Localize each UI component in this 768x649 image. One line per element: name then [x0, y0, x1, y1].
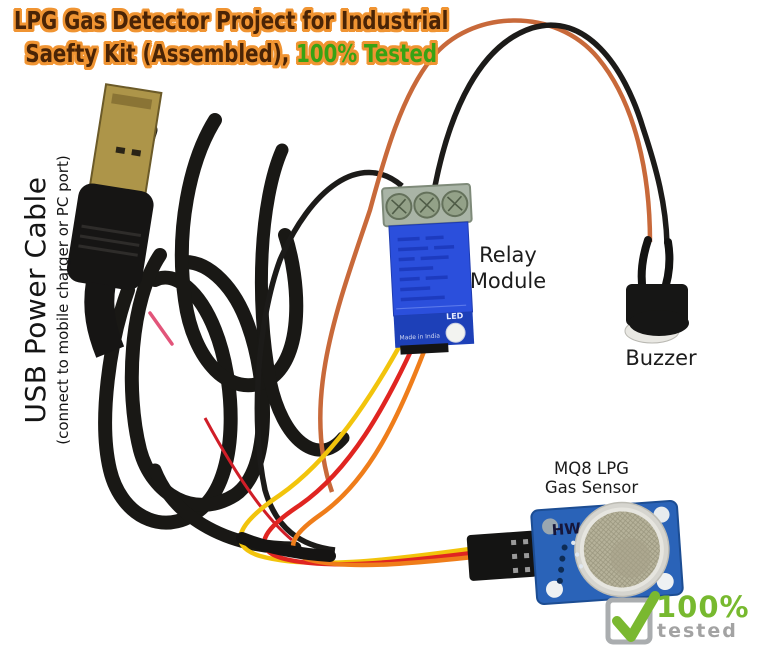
red-wire-strand	[203, 417, 293, 542]
usb-cable-coil	[98, 113, 350, 555]
sensor-hw-marking: HW	[551, 519, 582, 539]
usb-cable-label-subtitle: (connect to mobile charger or PC port)	[54, 155, 72, 445]
relay-module-label: Relay Module	[469, 243, 547, 293]
tested-badge-text: tested	[657, 620, 738, 642]
usb-cable-label-title: USB Power Cable	[19, 176, 52, 424]
usb-connector	[66, 83, 163, 358]
sensor-connector	[466, 530, 538, 581]
orange-wire-to-buzzer	[317, 18, 653, 493]
title-highlight: 100% Tested	[296, 39, 437, 68]
checkmark-icon	[612, 591, 660, 642]
gas-sensor-label: MQ8 LPG Gas Sensor	[544, 459, 639, 497]
gas-sensor-board: HW	[466, 500, 684, 606]
title-line2: Saefty Kit (Assembled), 100% Tested	[25, 39, 437, 68]
tested-checkbox	[605, 591, 660, 645]
relay-made-in-label: Made in India	[399, 333, 440, 342]
relay-led	[445, 322, 466, 343]
tested-badge-percent: 100%	[656, 590, 750, 624]
jumper-wire-bundle	[236, 336, 474, 568]
black-wire-relay-to-bundle	[254, 169, 404, 553]
usb-cable-label: USB Power Cable (connect to mobile charg…	[19, 120, 84, 480]
relay-pin-header	[400, 343, 449, 355]
page-title: LPG Gas Detector Project for Industrial …	[8, 4, 454, 70]
pink-wire-strand	[148, 311, 174, 346]
heat-shrink-splice	[236, 532, 336, 562]
relay-led-label: LED	[446, 311, 464, 321]
sensor-mesh	[574, 501, 670, 598]
buzzer-component	[624, 236, 689, 344]
relay-module-board: LED Made in India	[381, 182, 475, 355]
title-line1: LPG Gas Detector Project for Industrial	[13, 6, 449, 35]
black-wire-relay-to-buzzer	[432, 22, 670, 245]
buzzer-label: Buzzer	[625, 346, 697, 370]
